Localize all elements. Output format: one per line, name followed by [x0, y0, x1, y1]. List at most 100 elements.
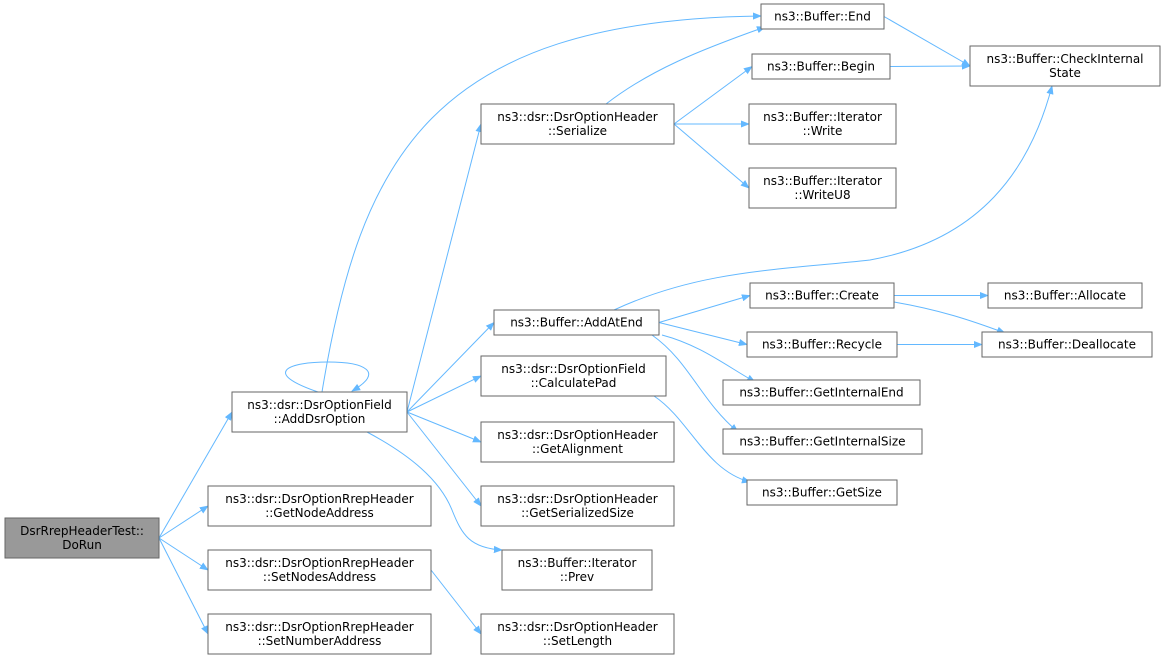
node-box: [746, 479, 898, 506]
node-label: State: [1049, 66, 1081, 80]
edge-calcpad-to-getsize: [653, 395, 751, 484]
edge-adddsr-to-addatend: [406, 321, 495, 413]
node-label: ::SetNumberAddress: [258, 634, 382, 648]
node-label: ns3::dsr::DsrOptionHeader: [497, 110, 657, 124]
node-label: DsrRrepHeaderTest::: [20, 524, 144, 538]
node-label: ns3::Buffer::AddAtEnd: [510, 316, 643, 330]
node-label: ns3::dsr::DsrOptionRrepHeader: [225, 492, 413, 506]
node-getintsize[interactable]: ns3::Buffer::GetInternalSize: [722, 428, 923, 455]
node-label: ::CalculatePad: [531, 376, 617, 390]
node-box: [722, 379, 921, 406]
node-box: [501, 549, 653, 591]
node-end[interactable]: ns3::Buffer::End: [760, 3, 885, 30]
edge-begin-to-checkinternal: [889, 62, 971, 70]
node-label: ns3::dsr::DsrOptionRrepHeader: [225, 556, 413, 570]
node-setnodes[interactable]: ns3::dsr::DsrOptionRrepHeader::SetNodesA…: [207, 549, 432, 591]
edge-serialize-to-writeu8: [673, 123, 750, 189]
node-label: ns3::Buffer::Begin: [767, 60, 875, 74]
node-label: ::SetLength: [543, 634, 612, 648]
node-label: ns3::Buffer::GetInternalEnd: [739, 386, 903, 400]
node-write[interactable]: ns3::Buffer::Iterator::Write: [748, 103, 897, 145]
node-label: ns3::Buffer::GetSize: [762, 486, 882, 500]
edge-adddsr-to-getalign: [406, 411, 482, 443]
node-label: ns3::Buffer::Iterator: [763, 110, 882, 124]
node-box: [722, 428, 923, 455]
edge-dorun-to-getnode: [158, 505, 209, 539]
edge-adddsr-to-end: [321, 12, 762, 393]
node-allocate[interactable]: ns3::Buffer::Allocate: [987, 282, 1143, 309]
node-dorun: DsrRrepHeaderTest::DoRun: [4, 517, 160, 559]
node-box: [207, 613, 432, 655]
node-label: ns3::Buffer::Allocate: [1004, 289, 1126, 303]
node-deallocate[interactable]: ns3::Buffer::Deallocate: [981, 331, 1153, 358]
node-getalign[interactable]: ns3::dsr::DsrOptionHeader::GetAlignment: [480, 421, 675, 463]
node-writeu8[interactable]: ns3::Buffer::Iterator::WriteU8: [748, 167, 897, 209]
node-label: ::AddDsrOption: [274, 412, 366, 426]
node-box: [231, 391, 408, 433]
node-label: ns3::Buffer::Iterator: [518, 556, 637, 570]
node-addatend[interactable]: ns3::Buffer::AddAtEnd: [493, 309, 660, 336]
node-label: ns3::dsr::DsrOptionField: [501, 362, 645, 376]
node-box: [981, 331, 1153, 358]
node-label: ns3::dsr::DsrOptionField: [247, 398, 391, 412]
node-label: ::GetSerializedSize: [521, 506, 634, 520]
node-label: ns3::Buffer::Deallocate: [998, 338, 1136, 352]
edge-setnodes-to-setlength: [430, 569, 482, 635]
edge-adddsr-to-prev: [366, 431, 503, 554]
node-box: [480, 613, 675, 655]
node-box: [751, 53, 891, 80]
node-box: [493, 309, 660, 336]
edge-addatend-to-create: [658, 294, 751, 323]
node-box: [749, 282, 895, 309]
node-create[interactable]: ns3::Buffer::Create: [749, 282, 895, 309]
node-label: ns3::Buffer::GetInternalSize: [739, 435, 905, 449]
node-box: [480, 355, 667, 397]
edge-adddsr-to-adddsr: [285, 361, 369, 393]
node-label: ::SetNodesAddress: [263, 570, 376, 584]
node-getsize[interactable]: ns3::Buffer::GetSize: [746, 479, 898, 506]
node-label: ::GetNodeAddress: [265, 506, 374, 520]
node-box: [480, 485, 675, 527]
node-box: [207, 485, 432, 527]
edge-create-to-deallocate: [893, 301, 1006, 334]
node-box: [746, 331, 898, 358]
edge-serialize-to-begin: [673, 65, 753, 125]
node-label: ::GetAlignment: [532, 442, 623, 456]
node-calcpad[interactable]: ns3::dsr::DsrOptionField::CalculatePad: [480, 355, 667, 397]
node-label: ns3::Buffer::Recycle: [762, 338, 882, 352]
edge-adddsr-to-getsersize: [406, 411, 482, 507]
node-getintend[interactable]: ns3::Buffer::GetInternalEnd: [722, 379, 921, 406]
node-box: [4, 517, 160, 559]
node-box: [480, 421, 675, 463]
node-label: ns3::dsr::DsrOptionHeader: [497, 620, 657, 634]
edge-addatend-to-recycle: [658, 322, 748, 347]
node-label: ns3::Buffer::End: [774, 10, 871, 24]
edge-addatend-to-getintend: [661, 334, 756, 383]
node-getnode[interactable]: ns3::dsr::DsrOptionRrepHeader::GetNodeAd…: [207, 485, 432, 527]
node-prev[interactable]: ns3::Buffer::Iterator::Prev: [501, 549, 653, 591]
node-label: ::WriteU8: [794, 188, 850, 202]
node-recycle[interactable]: ns3::Buffer::Recycle: [746, 331, 898, 358]
edge-serialize-to-end: [605, 26, 766, 105]
call-nodes: DsrRrepHeaderTest::DoRunns3::dsr::DsrOpt…: [4, 3, 1161, 655]
node-setnumber[interactable]: ns3::dsr::DsrOptionRrepHeader::SetNumber…: [207, 613, 432, 655]
node-label: ns3::dsr::DsrOptionHeader: [497, 428, 657, 442]
node-label: ns3::dsr::DsrOptionRrepHeader: [225, 620, 413, 634]
node-serialize[interactable]: ns3::dsr::DsrOptionHeader::Serialize: [480, 103, 675, 145]
call-edges: [158, 12, 1054, 635]
edge-addatend-to-getintsize: [651, 334, 739, 433]
edge-dorun-to-adddsr: [158, 411, 233, 539]
node-box: [748, 103, 897, 145]
node-label: ::Serialize: [548, 124, 607, 138]
node-box: [748, 167, 897, 209]
node-box: [760, 3, 885, 30]
edge-dorun-to-setnodes: [158, 537, 209, 571]
node-label: ns3::dsr::DsrOptionHeader: [497, 492, 657, 506]
node-getsersize[interactable]: ns3::dsr::DsrOptionHeader::GetSerialized…: [480, 485, 675, 527]
node-adddsr[interactable]: ns3::dsr::DsrOptionField::AddDsrOption: [231, 391, 408, 433]
node-setlength[interactable]: ns3::dsr::DsrOptionHeader::SetLength: [480, 613, 675, 655]
node-begin[interactable]: ns3::Buffer::Begin: [751, 53, 891, 80]
node-box: [969, 45, 1161, 87]
